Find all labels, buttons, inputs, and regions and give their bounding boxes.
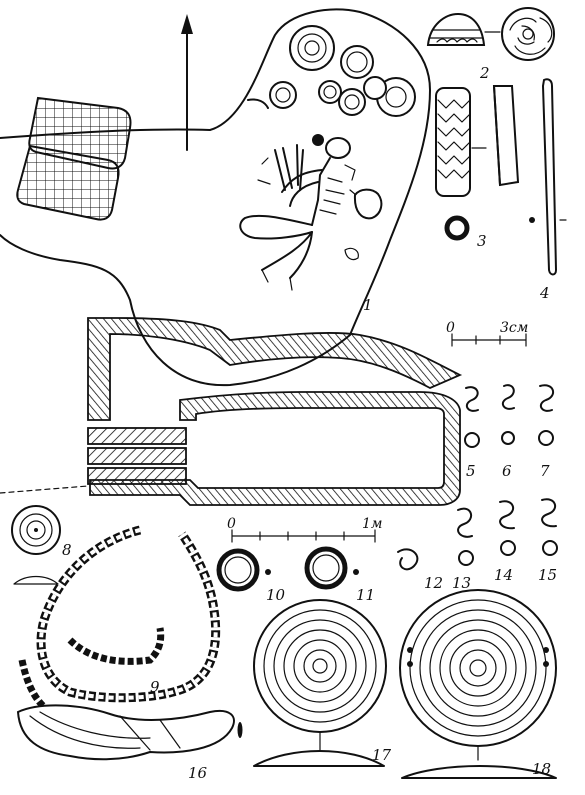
label-4: 4 (539, 284, 550, 302)
shaft-structure (0, 317, 463, 506)
scale-bar-3cm (451, 333, 527, 347)
label-17: 17 (372, 746, 392, 764)
label-11: 11 (356, 586, 375, 604)
skeleton (239, 137, 383, 291)
gridded-timber-block-lower (16, 144, 120, 221)
label-2: 2 (479, 64, 490, 82)
label-14: 14 (494, 566, 513, 584)
fig8-ornamented-disc (11, 505, 61, 585)
fig10-bracelet (216, 548, 271, 592)
fig16-folded-object (16, 704, 243, 761)
label-13: 13 (452, 574, 471, 592)
label-1: 1 (363, 296, 373, 314)
label-3: 3 (477, 232, 487, 250)
label-18: 18 (532, 760, 551, 778)
scale-large-end: 1м (362, 516, 383, 532)
scale-large-start: 0 (227, 516, 236, 532)
grave-goods (247, 25, 416, 146)
hatched-block-2 (87, 447, 187, 465)
label-10: 10 (266, 586, 286, 604)
label-15: 15 (538, 566, 557, 584)
label-5: 5 (466, 462, 476, 480)
label-8: 8 (62, 541, 72, 559)
scale-small-end: 3см (500, 320, 528, 336)
scale-small-start: 0 (446, 320, 455, 336)
label-12: 12 (424, 574, 443, 592)
spiral-rings (397, 384, 558, 571)
fig4-pin (529, 78, 567, 276)
label-9: 9 (150, 678, 160, 696)
fig17-large-disc (253, 599, 387, 767)
hatched-block-1 (87, 427, 187, 445)
hatched-block-3 (87, 467, 187, 485)
fig3-carved-cylinder (435, 85, 520, 241)
label-6: 6 (502, 462, 512, 480)
label-16: 16 (188, 764, 208, 782)
scale-bar-1m (231, 529, 376, 543)
grave-pit-plan (0, 8, 431, 387)
fig2-ornamented-bead (426, 7, 555, 61)
fig18-large-disc (399, 589, 557, 779)
fig11-bracelet (304, 546, 359, 590)
label-7: 7 (540, 462, 550, 480)
fig9-bead-necklace (18, 525, 221, 720)
